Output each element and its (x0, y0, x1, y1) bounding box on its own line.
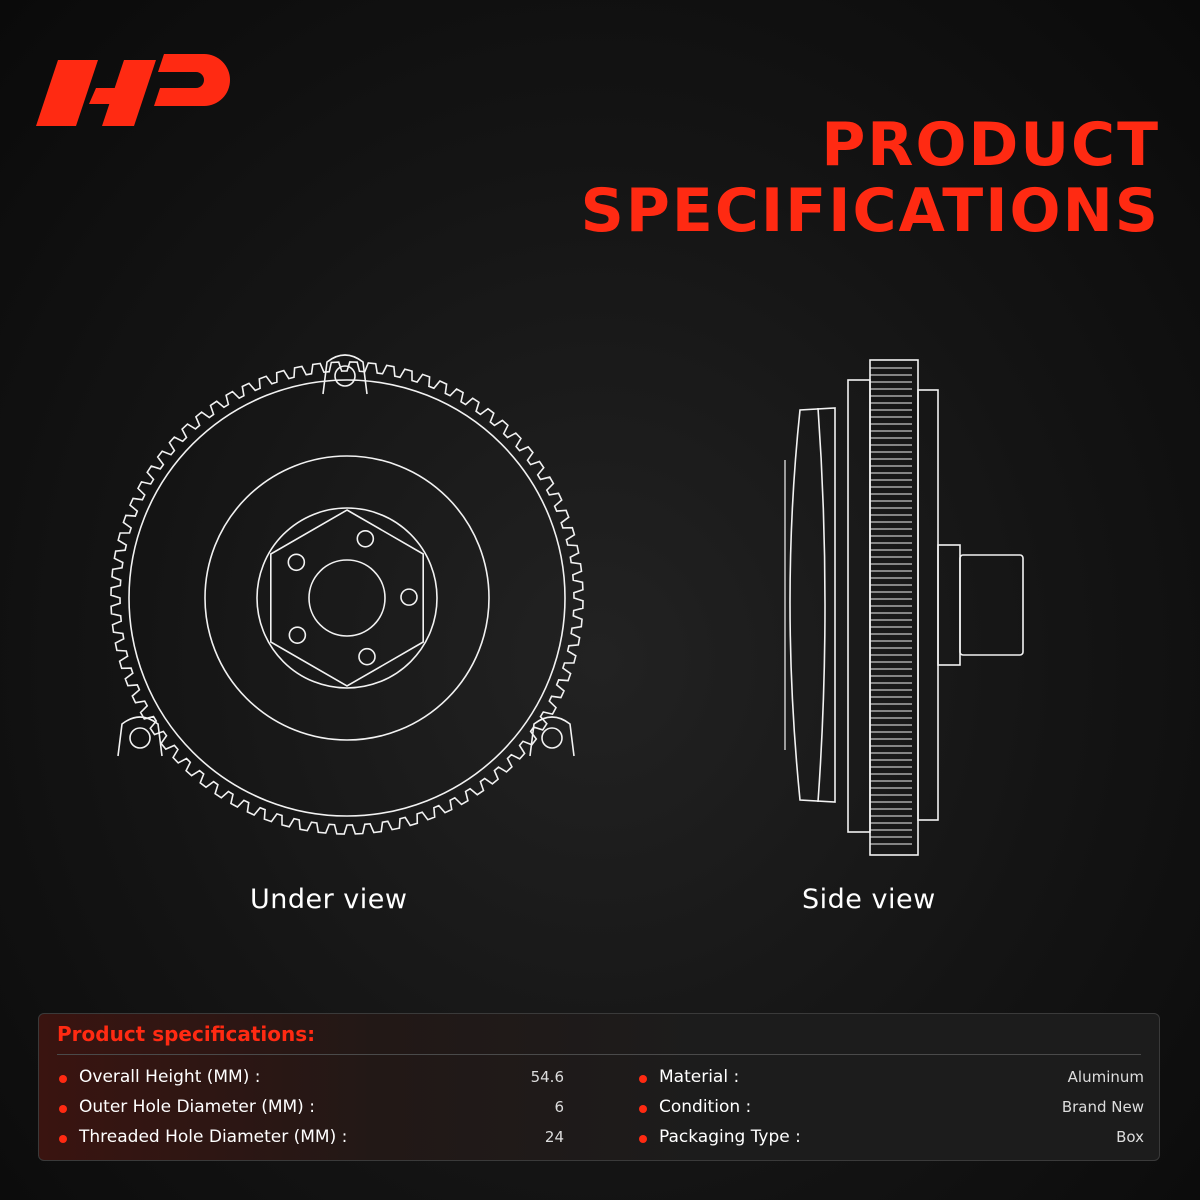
bullet-dot-icon (639, 1075, 647, 1083)
bullet-dot-icon (639, 1135, 647, 1143)
spec-label: Overall Height (MM) : (79, 1067, 261, 1087)
side-view-drawing (784, 359, 1024, 856)
spec-row-packaging-type: Packaging Type : Box (639, 1124, 1144, 1154)
under-view-label: Under view (250, 884, 408, 915)
spec-value: Aluminum (1067, 1068, 1144, 1086)
gear-teeth-outline (110, 361, 584, 835)
bullet-dot-icon (59, 1135, 67, 1143)
spec-row-condition: Condition : Brand New (639, 1094, 1144, 1124)
spec-value: Brand New (1061, 1098, 1144, 1116)
bullet-dot-icon (59, 1105, 67, 1113)
spec-label: Material : (659, 1067, 740, 1087)
spec-row-threaded-hole-diameter: Threaded Hole Diameter (MM) : 24 (59, 1124, 564, 1154)
spec-value: 54.6 (530, 1068, 564, 1086)
spec-label: Outer Hole Diameter (MM) : (79, 1097, 315, 1117)
spec-panel: Product specifications: Overall Height (… (38, 1013, 1160, 1161)
spec-value: Box (1116, 1128, 1144, 1146)
spec-label: Condition : (659, 1097, 752, 1117)
side-view-label: Side view (802, 884, 936, 915)
spec-value: 24 (544, 1128, 564, 1146)
spec-value: 6 (554, 1098, 564, 1116)
page-title-line2: SPECIFICATIONS (580, 176, 1160, 246)
spec-row-overall-height: Overall Height (MM) : 54.6 (59, 1064, 564, 1094)
spec-row-material: Material : Aluminum (639, 1064, 1144, 1094)
page-title-line1: PRODUCT (821, 110, 1160, 180)
under-view-drawing (110, 354, 584, 835)
brand-logo-icon (36, 54, 230, 126)
bullet-dot-icon (639, 1105, 647, 1113)
spec-label: Threaded Hole Diameter (MM) : (79, 1127, 348, 1147)
bullet-dot-icon (59, 1075, 67, 1083)
spec-label: Packaging Type : (659, 1127, 801, 1147)
spec-heading: Product specifications: (57, 1022, 316, 1046)
spec-row-outer-hole-diameter: Outer Hole Diameter (MM) : 6 (59, 1094, 564, 1124)
spec-divider (57, 1054, 1141, 1055)
page-title: PRODUCT SPECIFICATIONS (581, 112, 1160, 244)
